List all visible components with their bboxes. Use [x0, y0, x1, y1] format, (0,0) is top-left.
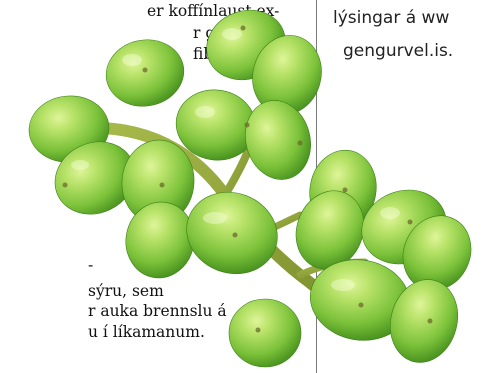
coffee-bean-cluster — [28, 9, 472, 368]
coffee-bean — [295, 190, 365, 270]
coffee-bean — [245, 100, 311, 180]
body-text-line: r auka brennslu á — [88, 302, 227, 320]
body-text-line: sýru, sem — [88, 282, 164, 300]
coffee-bean-highlights — [71, 28, 400, 291]
coffee-bean — [390, 279, 458, 363]
coffee-bean — [186, 191, 278, 275]
sidebar-text-line: gengurvel.is. — [343, 41, 454, 61]
sidebar-text-line: lýsingar á ww — [333, 8, 450, 28]
coffee-bean — [105, 39, 185, 107]
body-text-line: u í líkamanum. — [88, 323, 205, 341]
coffee-bean-navels — [62, 25, 433, 333]
body-text-line: - — [88, 256, 94, 274]
coffee-bean — [228, 298, 302, 368]
